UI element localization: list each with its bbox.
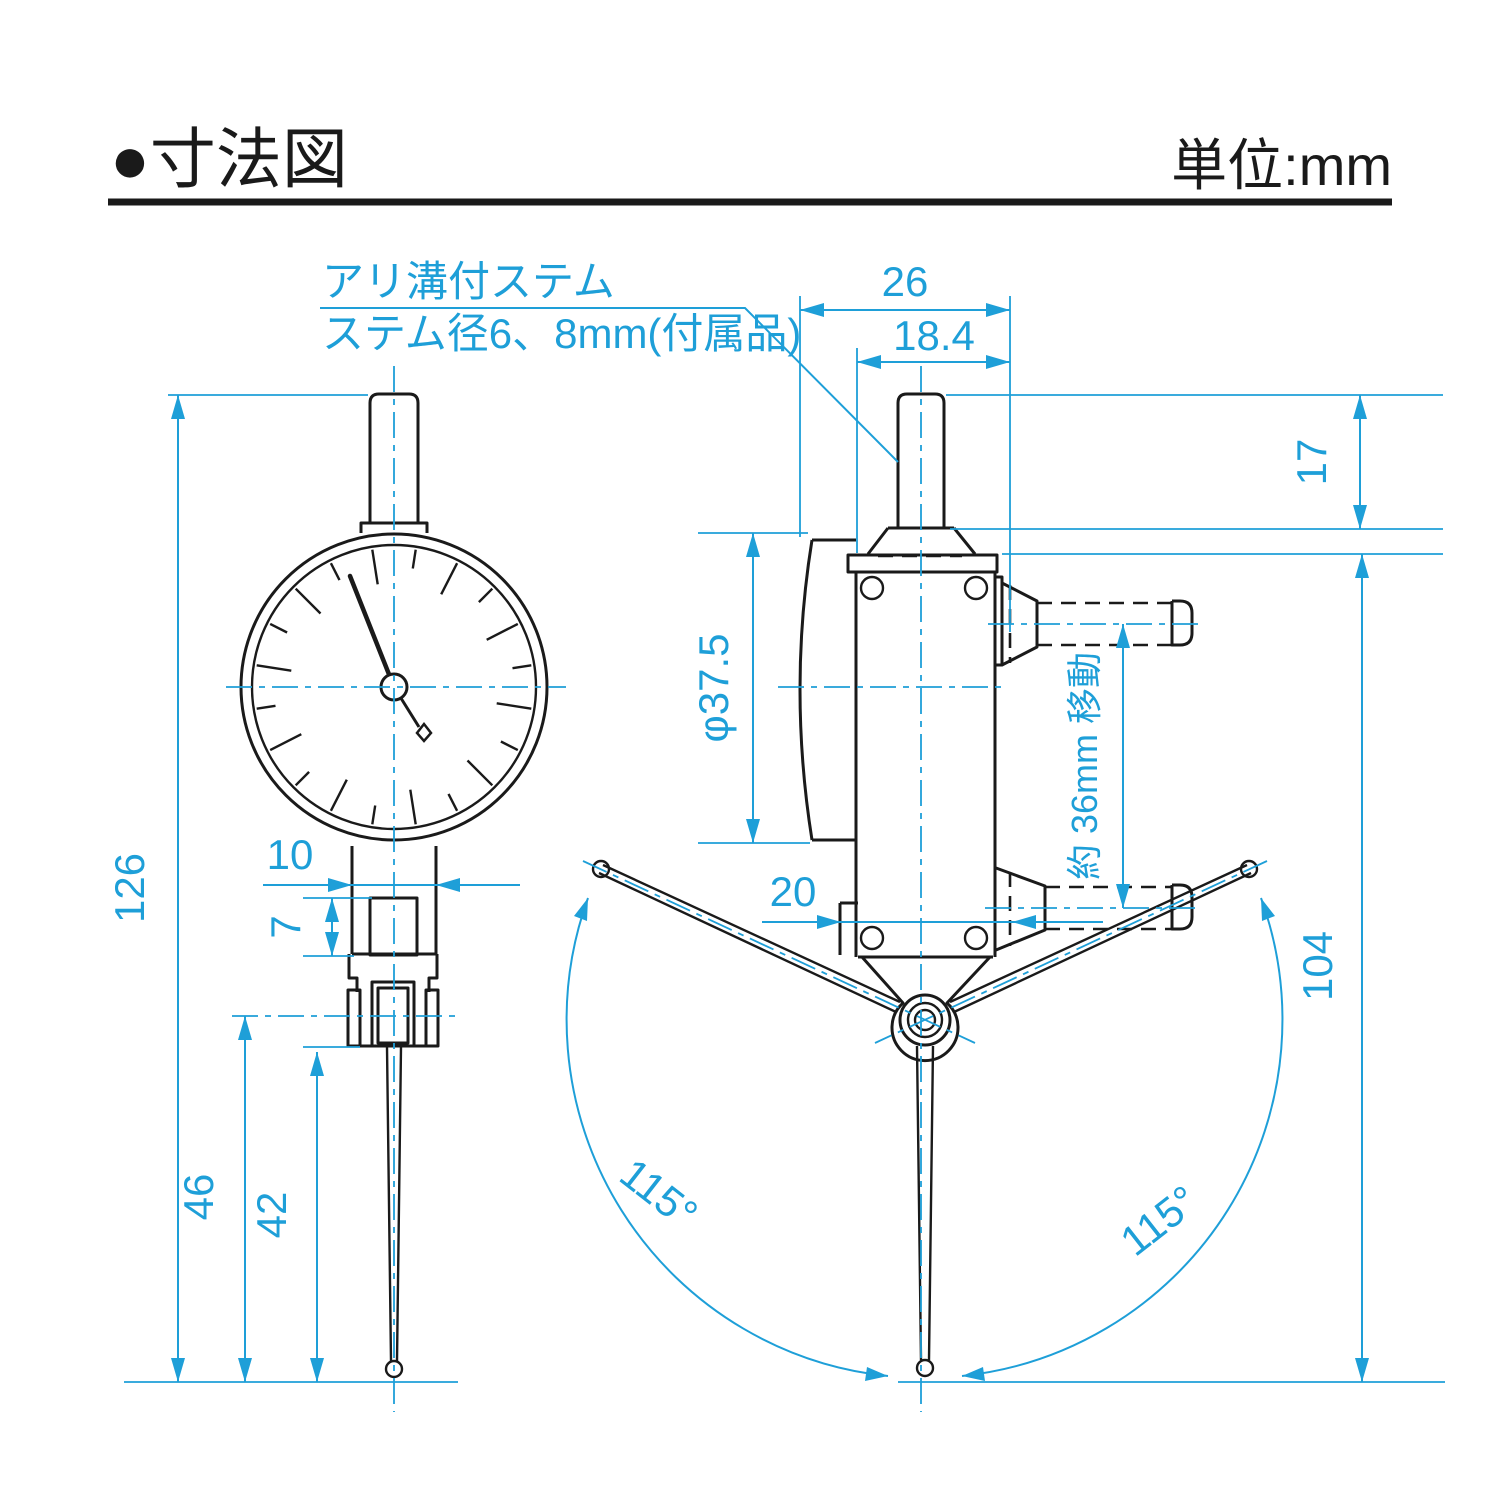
dim-contact-height: 104 bbox=[1002, 553, 1443, 1382]
screw-bottom-right bbox=[963, 925, 989, 951]
callout-line2: ステム径6、8mm(付属品) bbox=[322, 310, 801, 357]
dim-label-7: 7 bbox=[262, 915, 309, 938]
dim-label-115-left: 115° bbox=[611, 1149, 706, 1238]
dial-tick bbox=[256, 704, 276, 710]
dial-tick bbox=[269, 622, 288, 634]
dial-tick bbox=[478, 587, 494, 603]
screw-top-right bbox=[963, 575, 989, 601]
stem-callout: アリ溝付ステム ステム径6、8mm(付属品) bbox=[320, 258, 899, 463]
page-title: ●寸法図 bbox=[110, 122, 348, 196]
stylus-right bbox=[949, 863, 1252, 1014]
dial-tick bbox=[294, 587, 322, 615]
dim-label-126: 126 bbox=[106, 853, 153, 923]
stylus-right-ball bbox=[1239, 859, 1259, 879]
side-bezel-glass bbox=[798, 538, 856, 842]
dial-tick bbox=[512, 664, 532, 670]
dim-swing-right: 115° bbox=[961, 897, 1284, 1381]
dim-clamp-to-tip: 46 bbox=[175, 1016, 252, 1382]
dim-overall-width: 26 bbox=[799, 258, 1011, 632]
dim-label-104: 104 bbox=[1294, 931, 1341, 1001]
front-stylus bbox=[385, 1046, 403, 1362]
screw-bottom-left bbox=[859, 925, 885, 951]
stylus-center-ball bbox=[915, 1358, 935, 1378]
callout-leader-line bbox=[320, 307, 899, 463]
screw-top-left bbox=[859, 575, 885, 601]
dial-tick bbox=[371, 805, 377, 825]
dial-tick bbox=[411, 549, 417, 569]
dial-tick bbox=[329, 562, 341, 581]
pivot-inner bbox=[913, 1008, 937, 1032]
dim-label-26: 26 bbox=[882, 258, 929, 305]
dial-needle bbox=[347, 573, 397, 690]
dim-label-20: 20 bbox=[770, 868, 817, 915]
side-taper bbox=[860, 955, 992, 1063]
dial-tick bbox=[269, 733, 302, 752]
side-body-tab bbox=[838, 901, 858, 955]
dial-tick bbox=[371, 549, 379, 585]
dim-neck-width: 10 bbox=[263, 831, 520, 892]
callout-line1: アリ溝付ステム bbox=[322, 258, 615, 305]
pivot-outer bbox=[898, 993, 952, 1047]
upper-knob bbox=[993, 575, 1194, 667]
dim-label-17: 17 bbox=[1288, 439, 1335, 486]
dial-tick bbox=[440, 562, 459, 595]
dim-label-42: 42 bbox=[248, 1192, 295, 1239]
side-stem bbox=[896, 392, 946, 528]
dim-square-height: 7 bbox=[262, 897, 372, 957]
dial-tick bbox=[329, 779, 348, 812]
dial-tick bbox=[447, 793, 459, 812]
dim-label-46: 46 bbox=[175, 1174, 222, 1221]
dial-tick bbox=[496, 702, 532, 710]
centerlines bbox=[226, 366, 1268, 1412]
dial-tick bbox=[500, 740, 519, 752]
dial-ticks bbox=[256, 549, 532, 825]
stylus-center bbox=[915, 1045, 935, 1361]
dim-overall-height: 126 bbox=[106, 394, 458, 1383]
dim-label-115-right: 115° bbox=[1112, 1176, 1207, 1265]
dial-tick bbox=[486, 622, 519, 641]
header: ●寸法図 単位:mm bbox=[108, 122, 1392, 206]
front-stylus-ball bbox=[384, 1359, 404, 1379]
dial-tick bbox=[294, 771, 310, 787]
front-stem bbox=[368, 392, 420, 523]
dim-stylus-length: 42 bbox=[248, 1046, 360, 1382]
dim-travel: 約 36mm 移動 bbox=[1064, 624, 1130, 908]
dial-tick bbox=[409, 789, 417, 825]
unit-label: 単位:mm bbox=[1171, 134, 1392, 197]
dim-depth: 20 bbox=[762, 868, 1103, 929]
dim-label-dial-dia: φ37.5 bbox=[690, 634, 737, 743]
front-clamp bbox=[346, 954, 440, 1048]
dim-dial-diameter: φ37.5 bbox=[690, 532, 810, 844]
dim-body-width: 18.4 bbox=[856, 312, 1010, 553]
dial-tick bbox=[466, 759, 494, 787]
dim-stem-height: 17 bbox=[946, 394, 1443, 530]
side-top-plate bbox=[846, 553, 999, 574]
dim-label-travel: 約 36mm 移動 bbox=[1064, 652, 1105, 880]
dial-tick bbox=[256, 664, 292, 672]
needle-tail-diamond bbox=[415, 721, 433, 743]
dim-swing-left: 115° bbox=[565, 897, 889, 1381]
pivot-mid bbox=[906, 1001, 944, 1039]
side-body bbox=[854, 572, 997, 959]
dim-label-10: 10 bbox=[267, 831, 314, 878]
stylus-left-ball bbox=[591, 859, 611, 879]
stylus-left bbox=[598, 863, 901, 1014]
dim-label-18-4: 18.4 bbox=[893, 312, 975, 359]
